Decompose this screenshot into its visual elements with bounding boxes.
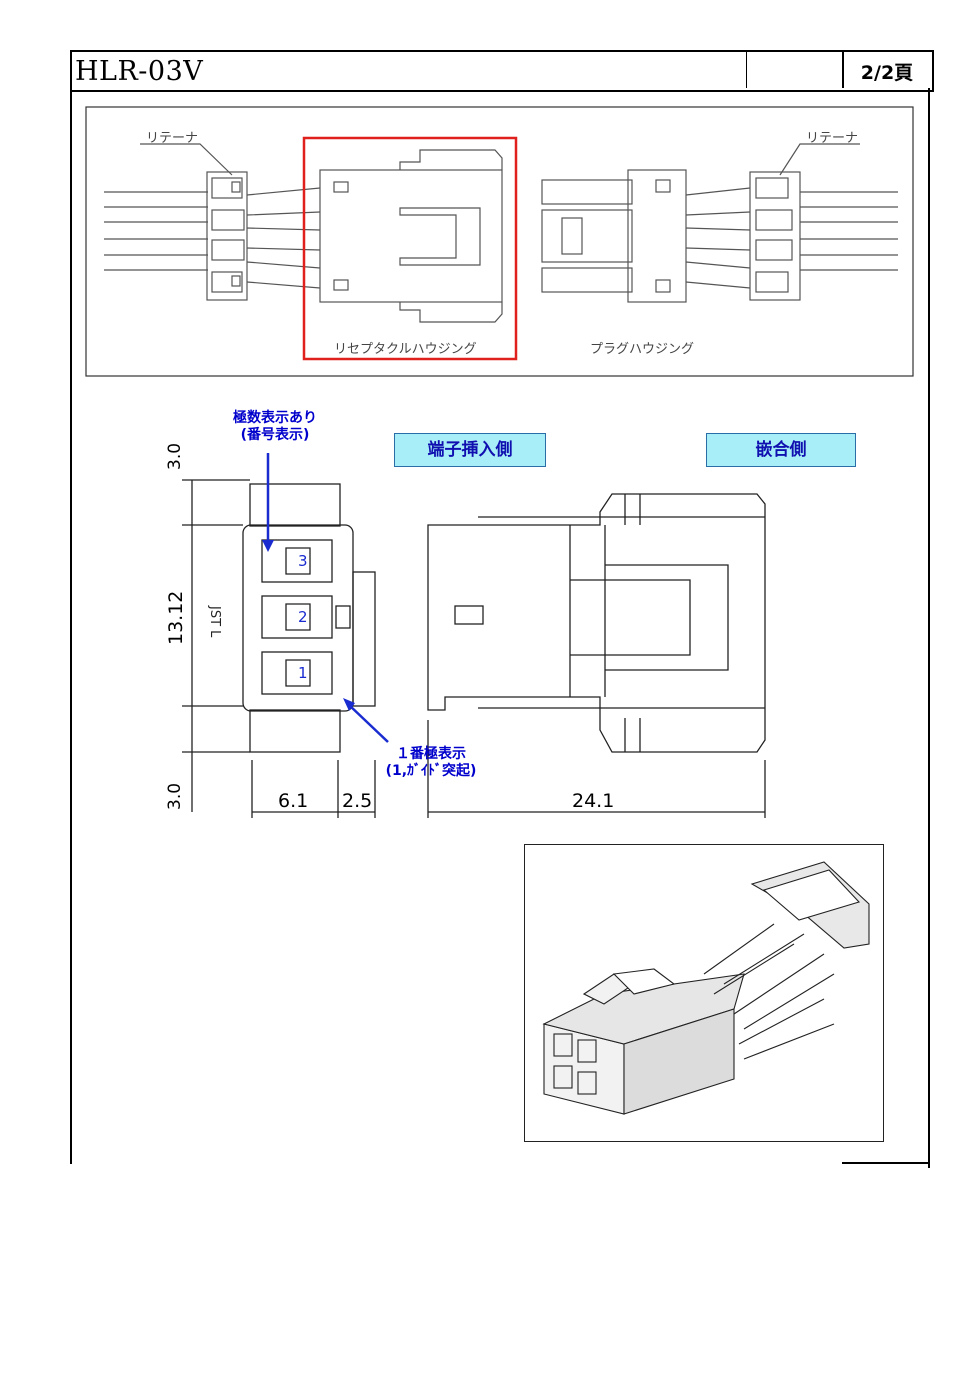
part-number: HLR-03V	[75, 56, 204, 87]
pole-display-line2: (番号表示)	[240, 427, 310, 443]
header-divider-2	[842, 50, 844, 88]
dim-bottom-height: 3.0	[165, 782, 185, 810]
pin-number-2: 2	[298, 608, 308, 626]
dim-width: 6.1	[278, 790, 309, 812]
terminal-side-label: 端子挿入側	[394, 433, 546, 467]
isometric-view	[524, 844, 884, 1142]
dim-top-height: 3.0	[165, 442, 185, 470]
plug-housing-label: プラグハウジング	[590, 342, 695, 357]
retainer-left-label: リテーナ	[146, 131, 199, 146]
pin1-line2: (1,ｶﾞｲﾄﾞ突起)	[385, 763, 477, 779]
pin-number-1: 1	[298, 664, 308, 682]
pole-display-line1: 極数表示あり	[233, 410, 317, 426]
pin1-callout: １番極表示 (1,ｶﾞｲﾄﾞ突起)	[366, 746, 496, 780]
pin1-line1: １番極表示	[396, 746, 466, 762]
right-border	[928, 88, 930, 1168]
pole-display-callout: 極数表示あり (番号表示)	[210, 410, 340, 444]
mating-side-label: 嵌合側	[706, 433, 856, 467]
retainer-right-label: リテーナ	[806, 131, 859, 146]
bottom-mark	[842, 1162, 930, 1166]
left-border	[70, 88, 72, 1164]
receptacle-highlight-box	[302, 136, 518, 361]
header-frame	[70, 50, 934, 92]
pin-number-3: 3	[298, 552, 308, 570]
page-number: 2/2頁	[860, 62, 914, 84]
header-divider-1	[746, 50, 747, 88]
housing-marking: JST L	[207, 606, 222, 638]
dim-guide: 2.5	[342, 790, 373, 812]
receptacle-housing-label: リセプタクルハウジング	[334, 342, 477, 357]
dim-main-height: 13.12	[165, 590, 187, 645]
dim-length: 24.1	[572, 790, 615, 812]
